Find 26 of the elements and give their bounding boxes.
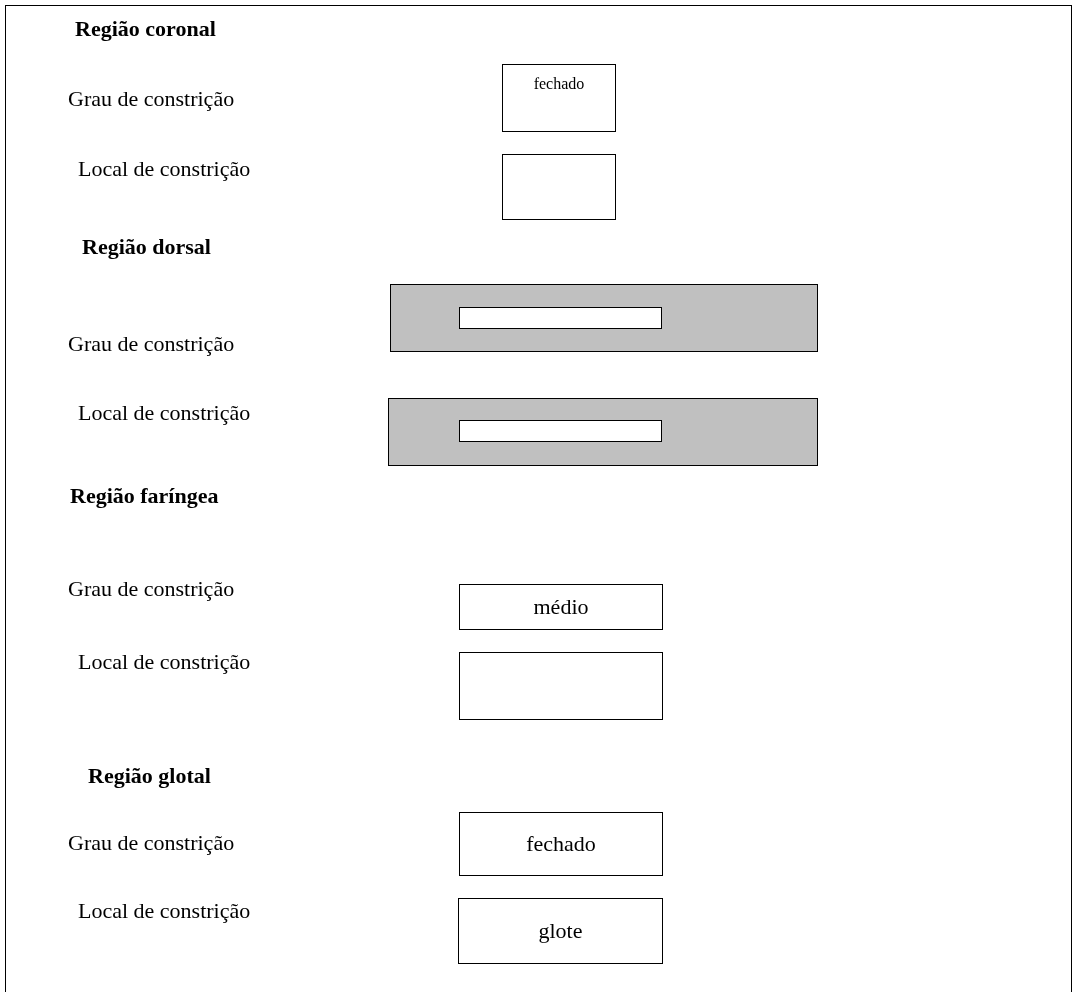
value-box	[458, 898, 663, 964]
value-box	[459, 812, 663, 876]
value-text: fechado	[526, 831, 596, 857]
field-label: Local de constrição	[78, 400, 251, 426]
field-label: Local de constrição	[78, 898, 251, 924]
value-box	[459, 584, 663, 630]
field-label: Local de constrição	[78, 649, 251, 675]
empty-box	[459, 420, 662, 442]
field-label: Grau de constrição	[68, 331, 235, 357]
field-label: Grau de constrição	[68, 576, 235, 602]
empty-box	[502, 154, 616, 220]
field-label: Local de constrição	[78, 156, 251, 182]
value-text: fechado	[533, 75, 585, 93]
field-label: Grau de constrição	[68, 830, 235, 856]
section-heading: Região faríngea	[70, 483, 219, 509]
section-heading: Região dorsal	[82, 234, 211, 260]
shaded-bar	[388, 398, 818, 466]
section-heading: Região glotal	[88, 763, 211, 789]
field-label: Grau de constrição	[68, 86, 235, 112]
empty-box	[459, 652, 663, 720]
value-text: médio	[533, 594, 589, 620]
value-box	[502, 64, 616, 132]
section-heading: Região coronal	[75, 16, 216, 42]
value-text: glote	[538, 918, 583, 944]
shaded-bar	[390, 284, 818, 352]
empty-box	[459, 307, 662, 329]
